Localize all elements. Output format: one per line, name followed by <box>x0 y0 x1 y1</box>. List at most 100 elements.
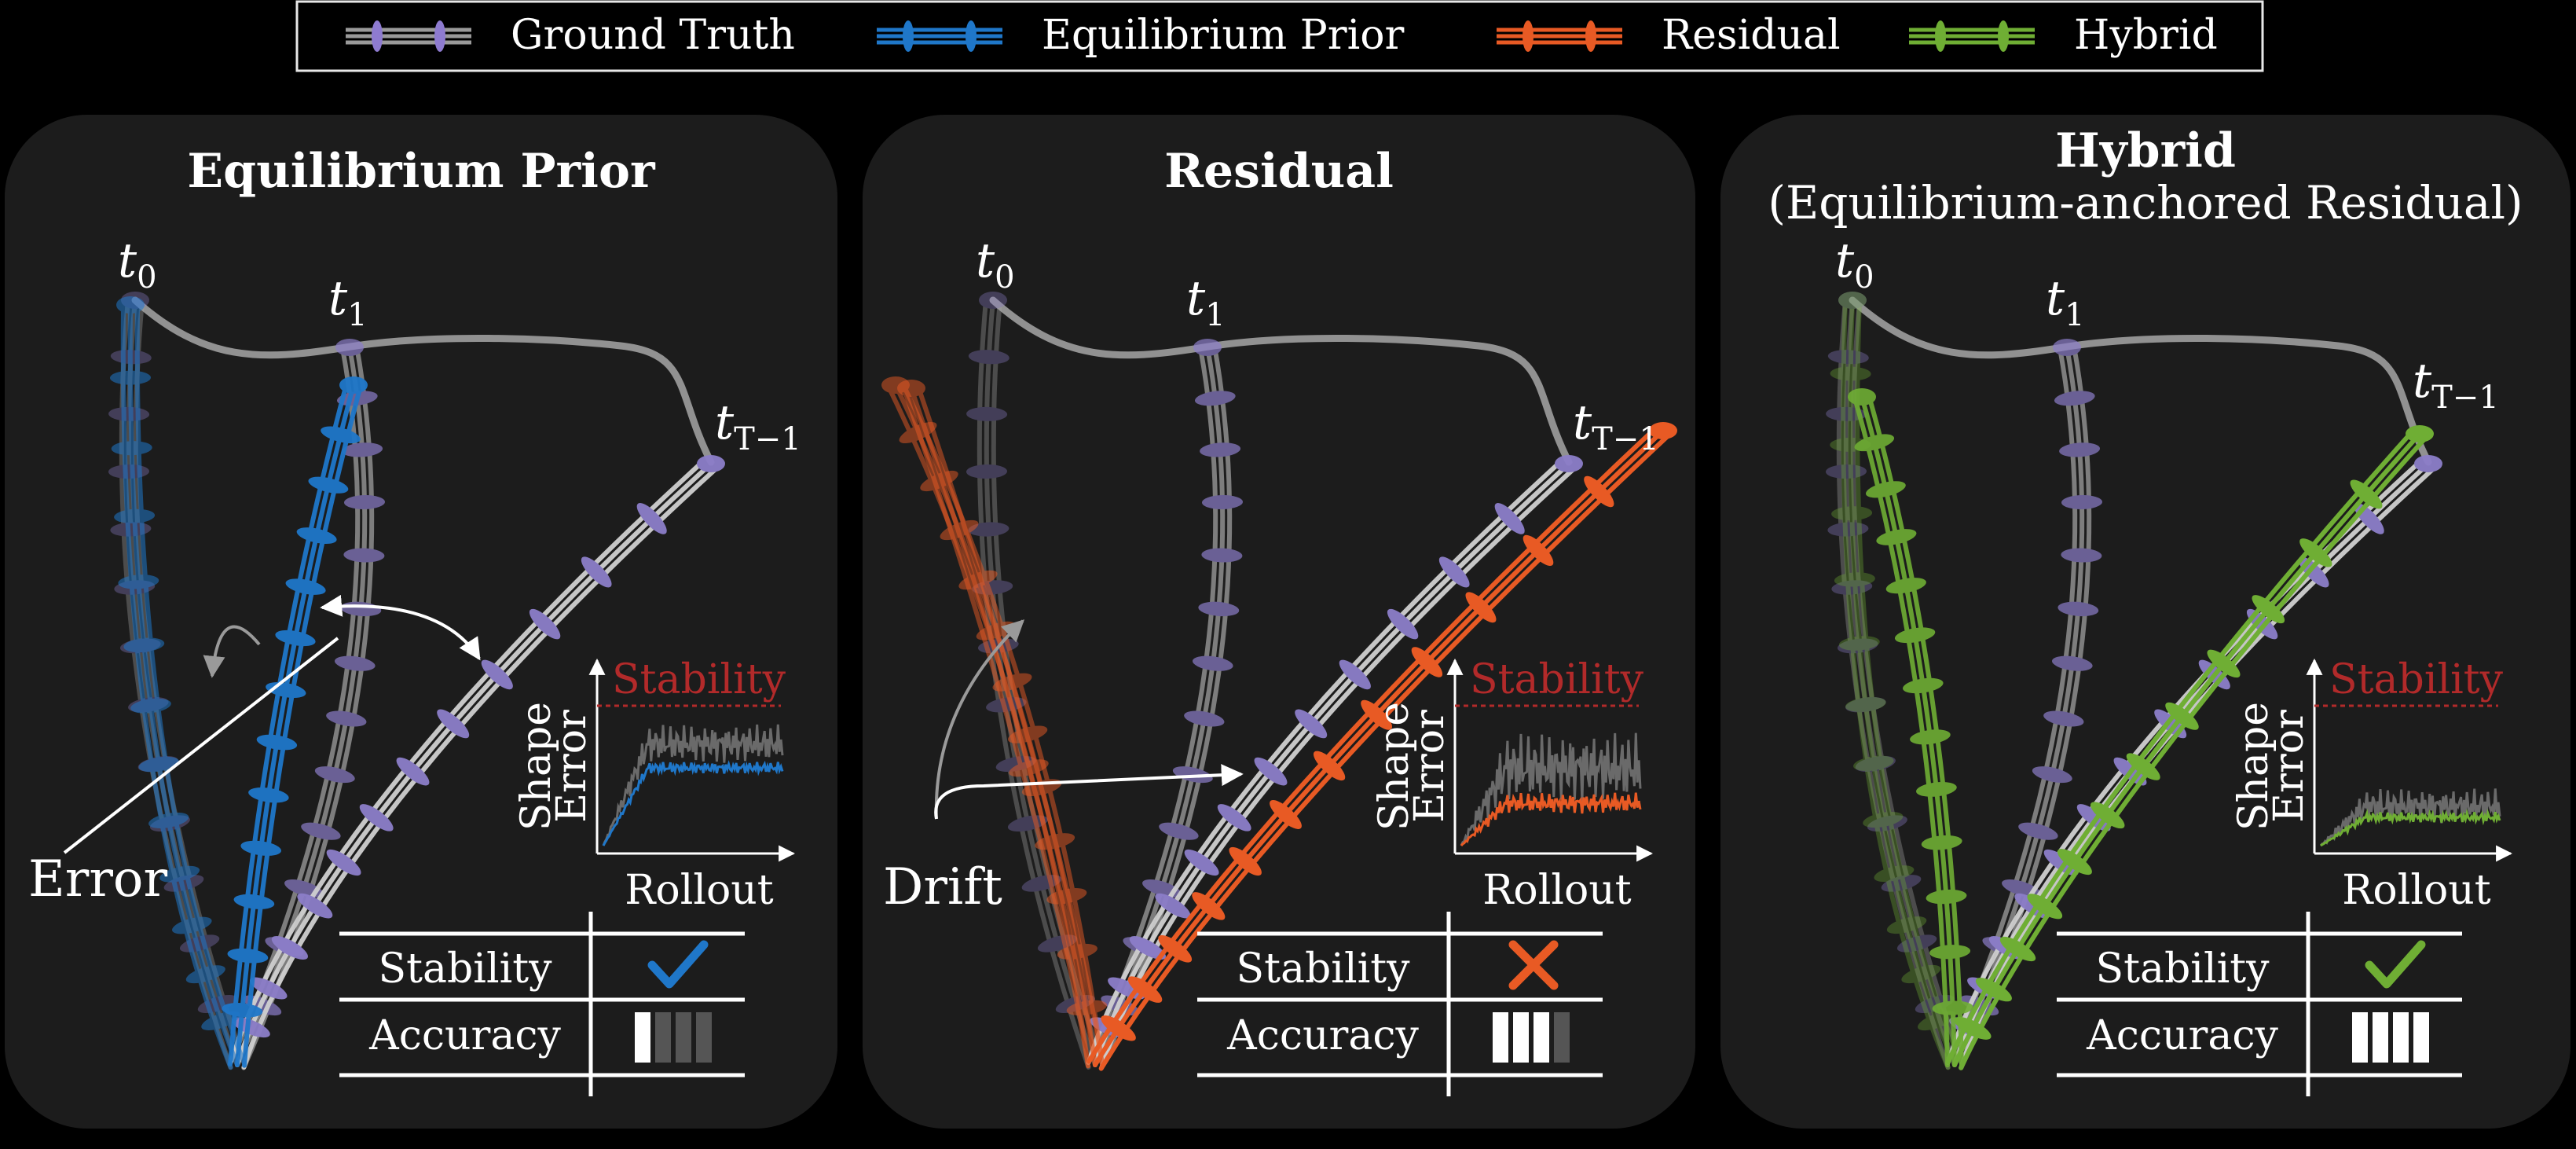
rod-disk <box>1910 729 1951 745</box>
rod-disk <box>1932 1000 1973 1015</box>
rod-disk <box>1184 710 1225 727</box>
inset-gt-signal <box>2319 788 2501 846</box>
rod-disk <box>2090 802 2125 829</box>
rod-strand <box>1843 298 1957 1067</box>
time-label: tT−1 <box>2413 354 2499 416</box>
rod-disk <box>1827 522 1869 537</box>
rod-strand <box>1086 456 1566 1066</box>
rod-strand <box>1836 297 1951 1070</box>
rod-disk <box>308 476 349 494</box>
accuracy-bar-segment <box>676 1012 691 1063</box>
rod-disk <box>1155 893 1191 919</box>
inset-ylabel-bottom: Error <box>2266 710 2313 823</box>
legend-swatch-disk <box>1585 20 1596 52</box>
legend-item: Equilibrium Prior <box>877 12 1405 59</box>
rod-disk <box>1881 875 1922 892</box>
rod-disk <box>968 522 1010 537</box>
rod-disk <box>110 370 151 385</box>
rod-tip <box>897 380 925 397</box>
accuracy-bar-segment <box>635 1012 650 1063</box>
time-label: t1 <box>328 271 368 333</box>
rod-disk <box>1194 391 1236 406</box>
rod-disk <box>2032 766 2072 784</box>
accuracy-bar-segment <box>655 1012 671 1063</box>
rod-strand <box>1086 346 1218 1065</box>
panel-hybrid: Hybrid (Equilibrium-anchored Residual) <box>1720 115 2571 1129</box>
rod-strand <box>1855 298 1964 1065</box>
drift-arrow <box>934 764 1244 820</box>
error-leader-line <box>63 637 339 854</box>
time-label-main: t <box>2046 271 2065 326</box>
legend-swatch-disk <box>1998 20 2009 52</box>
annotation-label: Drift <box>883 858 1002 916</box>
rod-disk <box>1831 506 1873 521</box>
rod-strand <box>228 380 350 1067</box>
rod-disk <box>297 893 333 919</box>
rod-disk <box>1158 934 1193 963</box>
rod-disk <box>159 865 200 883</box>
rod-disk <box>285 578 326 595</box>
rod-disk <box>2126 753 2160 780</box>
rod-disk <box>1876 529 1917 545</box>
rod-disk <box>1411 647 1443 677</box>
time-label: tT−1 <box>1573 395 1659 457</box>
rod-disk <box>1494 503 1525 534</box>
rod-disk <box>1886 916 1927 934</box>
rod-disk <box>321 426 361 444</box>
rod-disk <box>1339 659 1371 690</box>
stability-label: Stability <box>2329 656 2504 703</box>
pred-rod-tT <box>1086 422 1677 1071</box>
rod-tip <box>1555 455 1583 472</box>
time-label-subscript: 0 <box>1854 259 1874 296</box>
rod-strand <box>228 456 709 1066</box>
rod-disk <box>1159 822 1199 840</box>
rod-disk <box>1831 580 1873 595</box>
time-label-subscript: T−1 <box>2431 380 2499 416</box>
rod-strand <box>241 466 719 1070</box>
rod-disk <box>2207 649 2241 678</box>
rod-disk <box>1896 934 1937 953</box>
time-label-main: t <box>328 271 348 326</box>
rod-disk <box>966 406 1008 421</box>
pred-rod-t0-alt <box>897 380 1105 1069</box>
rod-disk <box>1855 755 1896 773</box>
inset-ylabel-top: Shape <box>513 702 560 831</box>
rod-disk <box>1465 592 1497 623</box>
rod-disk <box>1845 697 1886 713</box>
rod-disk <box>148 812 189 828</box>
rod-disk <box>1200 442 1241 457</box>
time-label-subscript: 0 <box>137 259 156 296</box>
rod-disk <box>359 804 394 831</box>
rod-disk <box>396 757 430 786</box>
legend-swatch-disk <box>1523 20 1534 52</box>
time-label: t1 <box>2046 271 2085 333</box>
rod-strand <box>1952 431 2422 1067</box>
inset-ylabel-top: Shape <box>1371 702 1418 831</box>
time-label-subscript: T−1 <box>734 421 801 457</box>
time-label: t1 <box>1186 271 1226 333</box>
time-label-main: t <box>118 233 137 288</box>
rod-disk <box>114 508 156 523</box>
rod-disk <box>1838 636 1880 651</box>
rod-disk <box>185 965 225 984</box>
rod-tip <box>2053 339 2081 356</box>
rod-tip <box>1649 422 1677 439</box>
rod-disk <box>172 916 212 934</box>
rod-disk <box>326 849 361 876</box>
pred-rod-t1 <box>1848 388 1973 1068</box>
time-label-subscript: T−1 <box>1592 421 1659 457</box>
accuracy-bar-segment <box>2373 1012 2388 1063</box>
legend-label: Equilibrium Prior <box>1042 12 1405 59</box>
stability-label: Stability <box>1470 656 1644 703</box>
accuracy-bar-segment <box>1534 1012 1549 1063</box>
rod-disk <box>271 936 308 960</box>
gt-rod-t0 <box>1826 292 1964 1070</box>
rod-disk <box>1999 936 2036 962</box>
drift-arrow-gray <box>934 619 1025 820</box>
